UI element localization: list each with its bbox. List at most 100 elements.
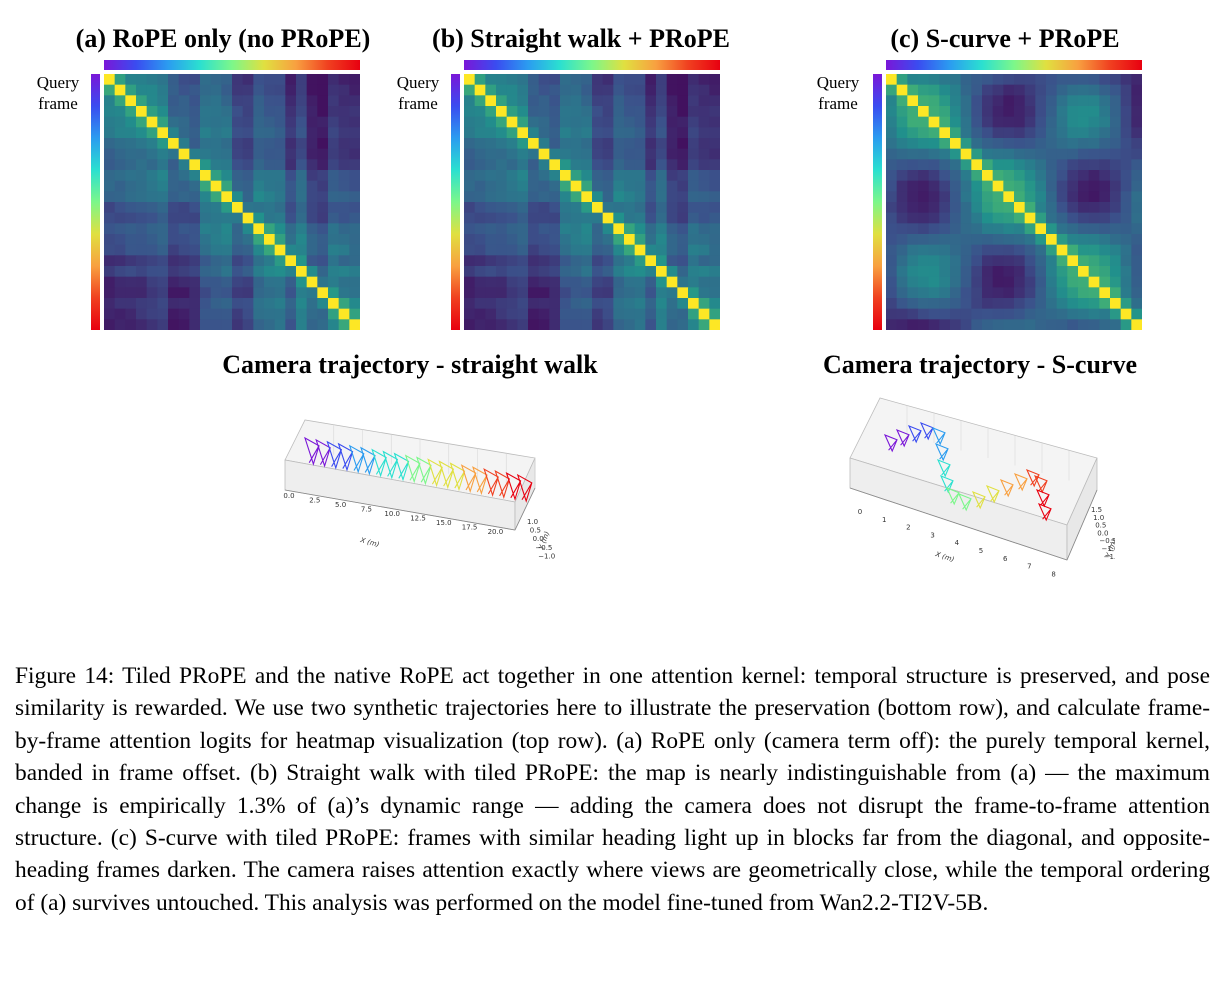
heatmap-cell [624,308,636,320]
heatmap-cell [982,276,994,288]
heatmap-cell [328,138,340,150]
heatmap-cell [971,244,983,256]
heatmap-cell [285,180,297,192]
heatmap-cell [146,212,158,224]
heatmap-cell [1120,298,1132,310]
heatmap-cell [613,276,625,288]
heatmap-cell [992,191,1004,203]
heatmap-cell [1120,170,1132,182]
heatmap-cell [253,308,265,320]
trajectory-straight-title: Camera trajectory - straight walk [222,350,598,379]
heatmap-cell [189,202,201,214]
heatmap-cell [349,212,360,224]
heatmap-cell [698,84,710,96]
heatmap-cell [656,159,668,171]
heatmap-svg [104,74,360,330]
heatmap-cell [1120,223,1132,235]
heatmap-cell [274,234,286,246]
heatmap-cell [581,138,593,150]
heatmap-cell [349,266,360,278]
heatmap-cell [677,148,689,160]
heatmap-cell [549,84,561,96]
heatmap-cell [656,180,668,192]
heatmap-cell [538,223,550,235]
heatmap-cell [1046,255,1058,267]
heatmap-cell [306,308,318,320]
heatmap-cell [538,95,550,107]
heatmap-cell [168,138,180,150]
heatmap-cell [560,244,572,256]
heatmap-cell [210,266,222,278]
heatmap-cell [592,138,604,150]
heatmap-cell [602,298,614,310]
heatmap-cell [886,287,898,299]
heatmap-cell [200,138,212,150]
heatmap-cell [485,255,497,267]
heatmap-cell [592,255,604,267]
heatmap-cell [896,127,908,139]
heatmap-cell [464,74,476,86]
heatmap-cell [464,127,476,139]
heatmap-cell [907,223,919,235]
heatmap-cell [1131,255,1142,267]
heatmap-cell [517,127,529,139]
heatmap-cell [1088,170,1100,182]
heatmap-cell [506,266,518,278]
heatmap-cell [200,127,212,139]
heatmap-cell [1099,202,1111,214]
heatmap-cell [688,212,700,224]
heatmap-cell [189,234,201,246]
heatmap-cell [570,116,582,128]
heatmap-cell [896,74,908,86]
heatmap-cell [1067,223,1079,235]
heatmap-cell [624,138,636,150]
heatmap-cell [634,138,646,150]
heatmap-cell [939,84,951,96]
heatmap-cell [928,308,940,320]
heatmap-cell [200,84,212,96]
heatmap-cell [528,287,540,299]
heatmap-cell [306,180,318,192]
heatmap-cell [1003,223,1015,235]
heatmap-cell [317,202,329,214]
heatmap-cell [338,148,350,160]
heatmap-cell [709,180,720,192]
heatmap-cell [317,276,329,288]
heatmap-cell [1024,180,1036,192]
heatmap-cell [698,266,710,278]
heatmap-cell [528,116,540,128]
heatmap-cell [1035,266,1047,278]
heatmap-cell [982,244,994,256]
heatmap-cell [1056,116,1068,128]
heatmap-cell [242,308,254,320]
heatmap-cell [1067,266,1079,278]
heatmap-cell [1088,319,1100,330]
heatmap-cell [645,276,657,288]
heatmap-cell [232,95,244,107]
heatmap-cell [168,298,180,310]
heatmap-cell [1120,234,1132,246]
heatmap-cell [506,106,518,118]
heatmap-cell [1035,170,1047,182]
heatmap-cell [613,308,625,320]
heatmap-cell [242,180,254,192]
heatmap-cell [602,212,614,224]
heatmap-cell [1014,276,1026,288]
heatmap-cell [1120,191,1132,203]
heatmap-cell [918,298,930,310]
heatmap-cell [242,276,254,288]
heatmap-cell [146,234,158,246]
panel-b-query-colorbar [451,74,460,330]
heatmap-cell [253,84,265,96]
heatmap-cell [688,159,700,171]
heatmap-cell [928,223,940,235]
heatmap-cell [570,276,582,288]
heatmap-cell [666,84,678,96]
heatmap-cell [560,84,572,96]
heatmap-cell [549,298,561,310]
heatmap-cell [1067,159,1079,171]
heatmap-cell [221,191,233,203]
heatmap-cell [549,308,561,320]
heatmap-cell [114,244,126,256]
heatmap-cell [1099,159,1111,171]
